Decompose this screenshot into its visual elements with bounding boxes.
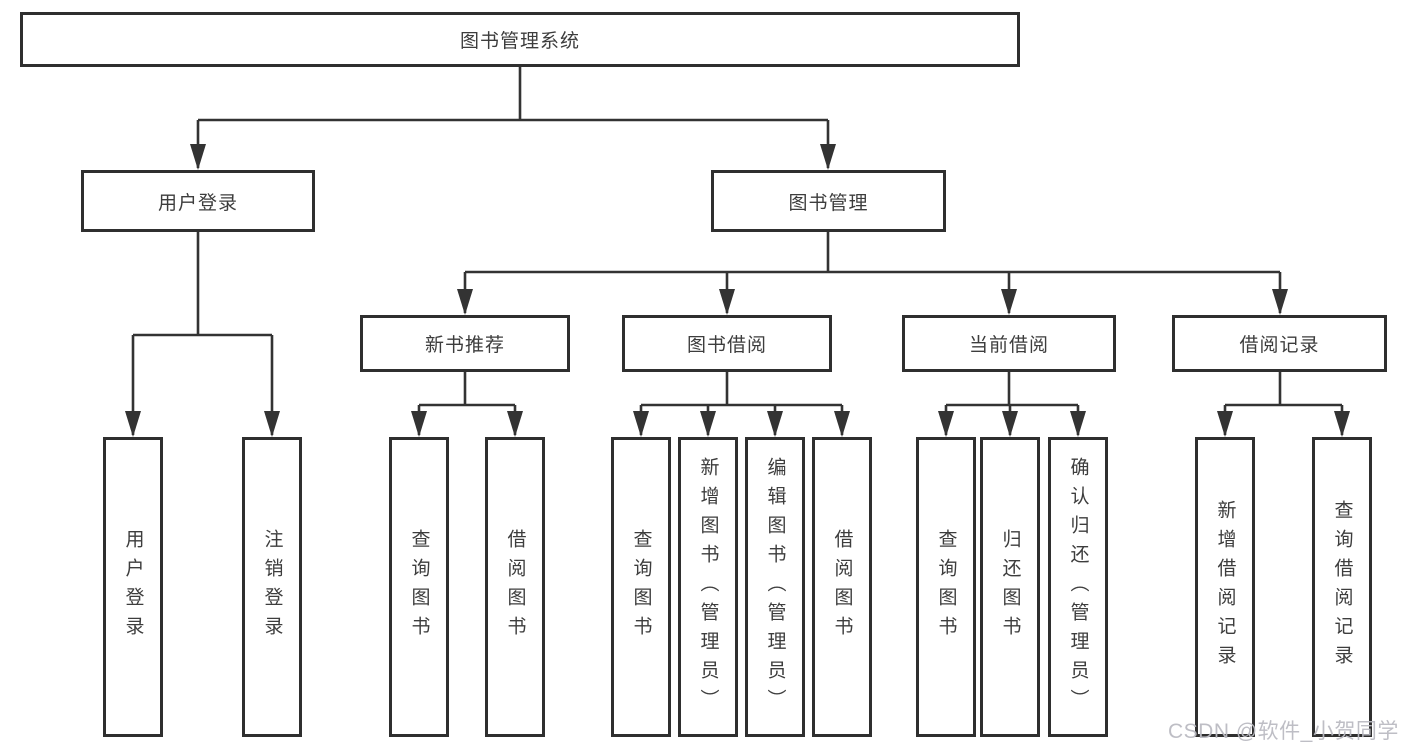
leaf-edit-books-admin: 编辑图书（管理员） [745, 437, 805, 737]
node-library-system-label: 图书管理系统 [459, 31, 580, 52]
leaf-logout: 注销登录 [242, 437, 302, 737]
node-book-management: 图书管理 [711, 170, 946, 232]
leaf-add-borrow-record-label: 新增借阅记录 [1214, 500, 1236, 674]
leaf-recommend-borrow-books-label: 借阅图书 [504, 529, 526, 645]
leaf-return-books-label: 归还图书 [999, 529, 1021, 645]
leaf-borrow-books-label: 借阅图书 [831, 529, 853, 645]
leaf-recommend-query-books-label: 查询图书 [408, 529, 430, 645]
leaf-add-books-admin: 新增图书（管理员） [678, 437, 738, 737]
node-new-book-recommend-label: 新书推荐 [424, 335, 505, 356]
leaf-user-login-label: 用户登录 [122, 529, 144, 645]
leaf-current-query-books-label: 查询图书 [935, 529, 957, 645]
node-user-login-label: 用户登录 [157, 192, 238, 214]
node-book-borrow-label: 图书借阅 [686, 335, 767, 356]
node-book-management-label: 图书管理 [788, 192, 869, 214]
node-current-borrow: 当前借阅 [902, 315, 1116, 372]
node-current-borrow-label: 当前借阅 [968, 335, 1049, 356]
leaf-add-borrow-record: 新增借阅记录 [1195, 437, 1255, 737]
leaf-recommend-query-books: 查询图书 [389, 437, 449, 737]
leaf-edit-books-admin-label: 编辑图书（管理员） [764, 456, 786, 718]
arrowheads [125, 144, 1350, 437]
leaf-borrow-books: 借阅图书 [812, 437, 872, 737]
leaf-add-books-admin-label: 新增图书（管理员） [697, 456, 719, 718]
leaf-user-login: 用户登录 [103, 437, 163, 737]
node-borrow-records: 借阅记录 [1172, 315, 1387, 372]
leaf-query-borrow-record-label: 查询借阅记录 [1331, 500, 1353, 674]
leaf-borrow-query-books-label: 查询图书 [630, 529, 652, 645]
node-borrow-records-label: 借阅记录 [1239, 335, 1320, 356]
leaf-current-query-books: 查询图书 [916, 437, 976, 737]
leaf-confirm-return-admin: 确认归还（管理员） [1048, 437, 1108, 737]
leaf-recommend-borrow-books: 借阅图书 [485, 437, 545, 737]
node-book-borrow: 图书借阅 [622, 315, 832, 372]
csdn-watermark: CSDN @软件_小贺同学 [1168, 720, 1399, 743]
node-new-book-recommend: 新书推荐 [360, 315, 570, 372]
leaf-logout-label: 注销登录 [261, 529, 283, 645]
node-library-system: 图书管理系统 [20, 12, 1020, 67]
leaf-borrow-query-books: 查询图书 [611, 437, 671, 737]
leaf-confirm-return-admin-label: 确认归还（管理员） [1067, 456, 1089, 718]
leaf-return-books: 归还图书 [980, 437, 1040, 737]
node-user-login: 用户登录 [81, 170, 315, 232]
leaf-query-borrow-record: 查询借阅记录 [1312, 437, 1372, 737]
